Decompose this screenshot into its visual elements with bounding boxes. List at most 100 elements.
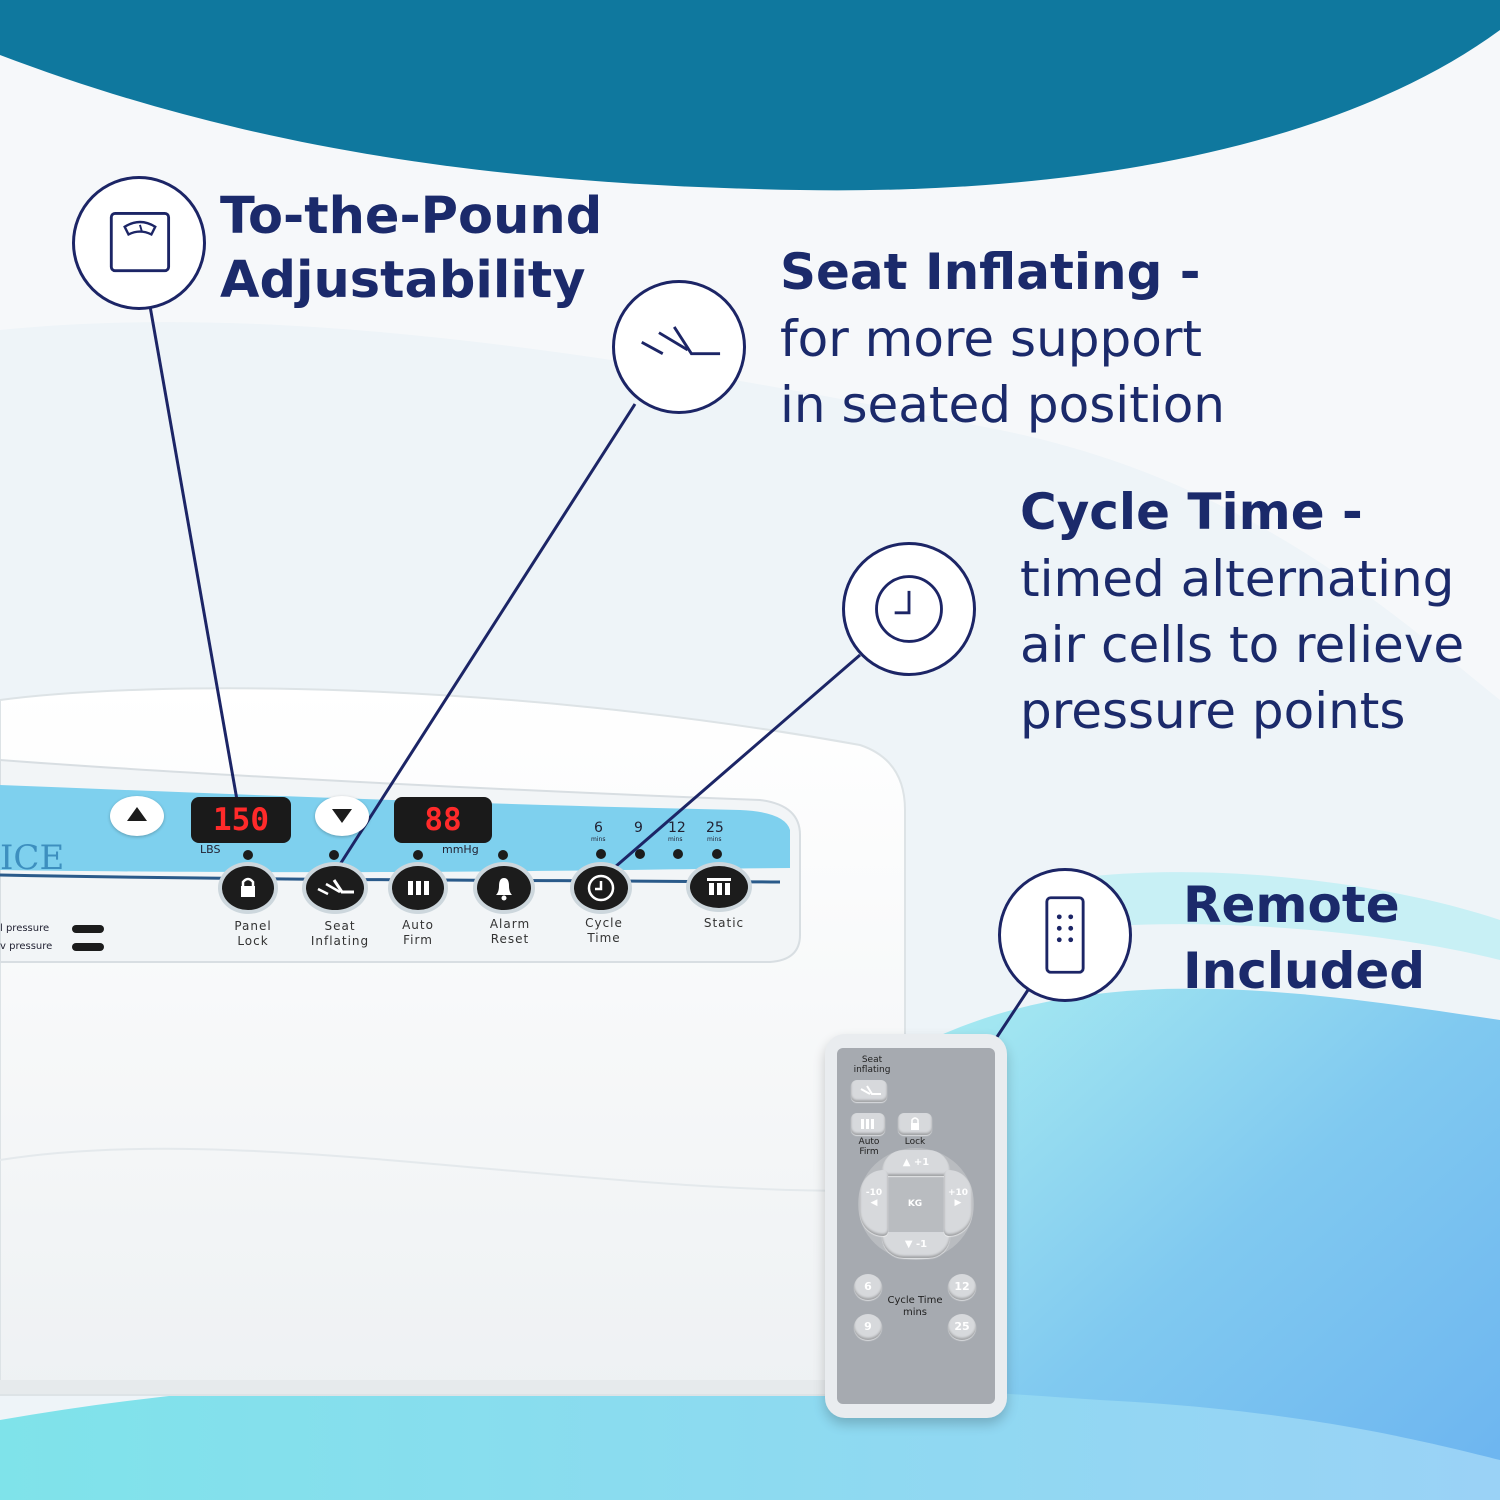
panel-lock-button[interactable] xyxy=(222,866,274,910)
static-label: Static xyxy=(703,916,745,930)
scale-icon-circle xyxy=(72,176,206,310)
remote-title-line1: Remote xyxy=(1183,876,1400,934)
remote-auto-label-line2: Firm xyxy=(859,1147,879,1157)
alarm-reset-label-line1: Alarm xyxy=(489,917,531,931)
cycle-time-label-line2: Time xyxy=(587,931,621,945)
remote-icon-circle xyxy=(998,868,1132,1002)
panel-lock-label-line2: Lock xyxy=(237,934,269,948)
seat-inflating-label-line1: Seat xyxy=(324,919,356,933)
normal-pressure-indicator xyxy=(72,925,104,933)
auto-firm-button[interactable] xyxy=(392,866,444,910)
cycle-description: timed alternating air cells to relieve p… xyxy=(1020,546,1464,744)
alarm-reset-label: Alarm Reset xyxy=(466,917,554,947)
remote-seat-label: Seat inflating xyxy=(852,1055,892,1075)
remote-title-line2: Included xyxy=(1183,942,1426,1000)
remote-cycle-label-line2: mins xyxy=(902,1307,928,1318)
remote-left-label: -10 xyxy=(865,1188,883,1198)
triangle-up-icon xyxy=(127,807,147,821)
lock-icon xyxy=(911,1117,919,1130)
seat-line1: for more support xyxy=(780,310,1203,368)
seat-description: for more support in seated position xyxy=(780,306,1225,438)
weight-unit-label: LBS xyxy=(200,843,221,856)
pound-title-line2: Adjustability xyxy=(220,251,586,310)
remote-cycle-label-line1: Cycle Time xyxy=(887,1295,943,1306)
cycle-option-12: 12 xyxy=(668,820,686,836)
triangle-right-icon: ▶ xyxy=(954,1198,962,1208)
cycle-time-button[interactable] xyxy=(574,866,628,910)
remote-lock-button[interactable] xyxy=(898,1113,932,1135)
cycle-option-unit-12: mins xyxy=(668,836,683,843)
indicator-dot xyxy=(635,849,645,859)
alarm-reset-button[interactable] xyxy=(477,866,531,910)
triangle-up-icon: ▲ xyxy=(902,1157,911,1168)
remote-auto-firm-label: Auto Firm xyxy=(850,1137,888,1157)
alarm-reset-label-line2: Reset xyxy=(490,932,530,946)
remote-right-button[interactable]: +10 ▶ xyxy=(944,1170,972,1236)
remote-up-label: +1 xyxy=(913,1157,930,1168)
remote-down-label: -1 xyxy=(916,1239,928,1250)
pound-title-line1: To-the-Pound xyxy=(220,187,603,246)
panel-lock-label: Panel Lock xyxy=(208,919,298,949)
triangle-down-icon: ▼ xyxy=(904,1239,913,1250)
pound-title: To-the-Pound Adjustability xyxy=(220,185,602,313)
remote-cycle-9-button[interactable]: 9 xyxy=(854,1314,882,1340)
remote-cycle-25-button[interactable]: 25 xyxy=(948,1314,976,1340)
remote-control-icon xyxy=(1045,896,1085,974)
cycle-option-9: 9 xyxy=(634,820,643,836)
bars-icon xyxy=(408,881,429,895)
indicator-dot xyxy=(712,849,722,859)
weight-display: 150 xyxy=(191,797,291,843)
remote-seat-label-line1: Seat xyxy=(861,1055,883,1065)
remote-kg-label: KG xyxy=(907,1199,923,1209)
low-pressure-indicator xyxy=(72,943,104,951)
remote-title: Remote Included xyxy=(1183,872,1425,1004)
pressure-display: 88 xyxy=(394,797,492,843)
seat-icon xyxy=(860,1085,881,1095)
clock-icon xyxy=(587,874,615,902)
indicator-dot xyxy=(673,849,683,859)
seat-inflating-icon xyxy=(641,326,721,356)
normal-pressure-label: l pressure xyxy=(0,923,50,934)
clock-icon xyxy=(875,575,943,643)
panel-lock-label-line1: Panel xyxy=(234,919,272,933)
remote-seat-button[interactable] xyxy=(851,1080,887,1102)
auto-firm-label: Auto Firm xyxy=(378,918,458,948)
remote-up-button[interactable]: ▲ +1 xyxy=(882,1150,950,1176)
brand-logo-partial: ICE xyxy=(0,838,65,878)
remote-auto-firm-button[interactable] xyxy=(851,1113,885,1135)
remote-seat-label-line2: inflating xyxy=(853,1065,891,1075)
cycle-option-6: 6 xyxy=(594,820,603,836)
auto-firm-label-line2: Firm xyxy=(403,933,433,947)
cycle-option-unit-6: mins xyxy=(591,836,606,843)
cycle-time-label-line1: Cycle xyxy=(585,916,623,930)
static-button[interactable] xyxy=(690,866,748,908)
cycle-line1: timed alternating xyxy=(1020,550,1455,608)
static-icon xyxy=(707,878,731,895)
indicator-dot xyxy=(329,850,339,860)
cycle-line2: air cells to relieve xyxy=(1020,616,1465,674)
seat-inflating-label-line2: Inflating xyxy=(310,934,370,948)
remote-down-button[interactable]: ▼ -1 xyxy=(882,1232,950,1258)
seat-icon-circle xyxy=(612,280,746,414)
weight-down-button[interactable] xyxy=(315,796,369,836)
indicator-dot xyxy=(498,850,508,860)
remote-lock-label: Lock xyxy=(904,1137,926,1147)
seat-title: Seat Inflating - xyxy=(780,243,1201,301)
remote-cycle-6-button[interactable]: 6 xyxy=(854,1274,882,1300)
weight-up-button[interactable] xyxy=(110,796,164,836)
seat-line2: in seated position xyxy=(780,376,1225,434)
seat-inflating-button[interactable] xyxy=(306,866,364,910)
cycle-time-label: Cycle Time xyxy=(562,916,646,946)
bell-icon xyxy=(496,878,512,901)
remote-left-button[interactable]: -10 ◀ xyxy=(860,1170,888,1236)
remote-cycle-12-button[interactable]: 12 xyxy=(948,1274,976,1300)
remote-auto-label-line1: Auto xyxy=(858,1137,880,1147)
triangle-down-icon xyxy=(332,809,352,823)
seat-icon xyxy=(317,879,354,896)
cycle-title: Cycle Time - xyxy=(1020,483,1363,541)
remote-cycle-time-label: Cycle Time mins xyxy=(885,1295,945,1319)
clock-icon-circle xyxy=(842,542,976,676)
